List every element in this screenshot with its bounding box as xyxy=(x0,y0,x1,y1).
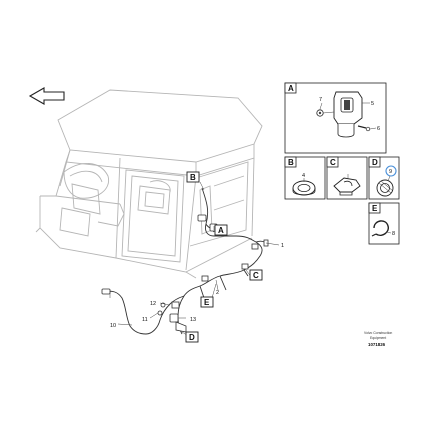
svg-text:D: D xyxy=(189,333,195,342)
part-number-5: 5 xyxy=(371,101,374,107)
reference-block: Volvo Construction Equipment 1071826 xyxy=(364,331,392,347)
detail-panel-d: D 9 xyxy=(368,156,400,200)
callout-b: B xyxy=(186,171,200,183)
callout-d: D xyxy=(185,331,199,343)
callout-c: C xyxy=(249,269,263,281)
svg-text:C: C xyxy=(253,271,259,280)
cab-outline xyxy=(35,89,263,279)
part-number-11: 11 xyxy=(142,317,148,323)
reference-line-2: Equipment xyxy=(370,336,386,340)
leader-lines xyxy=(109,181,280,338)
part-number-2: 2 xyxy=(216,290,219,296)
part-number-13: 13 xyxy=(190,317,196,323)
part-number-4: 4 xyxy=(302,173,305,179)
svg-text:E: E xyxy=(204,298,210,307)
svg-text:D: D xyxy=(372,158,378,167)
direction-arrow-icon xyxy=(28,87,65,105)
svg-text:E: E xyxy=(372,204,378,213)
part-number-labels: 1 2 10 11 12 13 xyxy=(110,243,284,329)
part-number-10: 10 xyxy=(110,323,116,329)
part-number-9: 9 xyxy=(389,169,392,175)
svg-text:A: A xyxy=(288,84,294,93)
callout-e: E xyxy=(200,296,214,308)
detail-panel-c: C 4 xyxy=(326,156,368,200)
part-number-6: 6 xyxy=(377,126,380,132)
wiring-harness xyxy=(105,187,269,335)
svg-text:B: B xyxy=(190,173,196,182)
detail-panel-a: A 7 5 6 xyxy=(284,82,387,154)
callout-a: A xyxy=(214,224,228,236)
part-number-7: 7 xyxy=(319,97,322,103)
reference-code: 1071826 xyxy=(368,342,386,347)
reference-line-1: Volvo Construction xyxy=(364,331,392,335)
part-number-8: 8 xyxy=(392,231,395,237)
svg-text:A: A xyxy=(218,226,224,235)
detail-panel-b: B 4 xyxy=(284,156,326,200)
detail-panel-e: E 8 xyxy=(368,202,400,245)
part-number-1: 1 xyxy=(281,243,284,249)
svg-text:C: C xyxy=(330,158,336,167)
svg-text:B: B xyxy=(288,158,294,167)
part-number-12: 12 xyxy=(150,301,156,307)
